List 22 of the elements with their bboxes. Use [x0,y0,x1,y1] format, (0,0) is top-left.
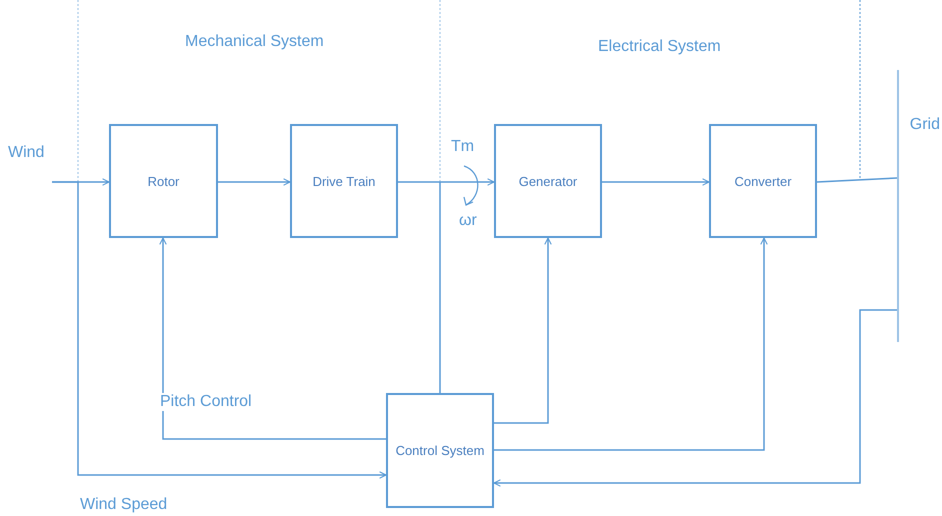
process-box: Generator [494,124,602,238]
process-box: Drive Train [290,124,398,238]
input-label: Wind [8,144,52,182]
arrow [602,178,710,186]
arrow [218,178,291,186]
arrow [494,237,768,451]
edge-label: Wind Speed [80,496,168,514]
process-box: Rotor [109,124,218,238]
process-box: Control System [386,393,494,508]
edge-label: Pitch Control [160,393,252,411]
section-heading: Mechanical System [185,33,324,51]
grid-bus-bar [897,70,942,342]
section-heading: Electrical System [598,38,721,56]
arrow [52,181,387,479]
arrow [159,237,386,440]
grid-label: Grid [910,116,940,134]
arrow [494,237,552,424]
arrow [493,309,897,487]
process-box: Converter [709,124,817,238]
quantity-label: Tm [451,138,474,156]
quantity-label: ωr [459,212,477,230]
arrow [398,178,495,186]
